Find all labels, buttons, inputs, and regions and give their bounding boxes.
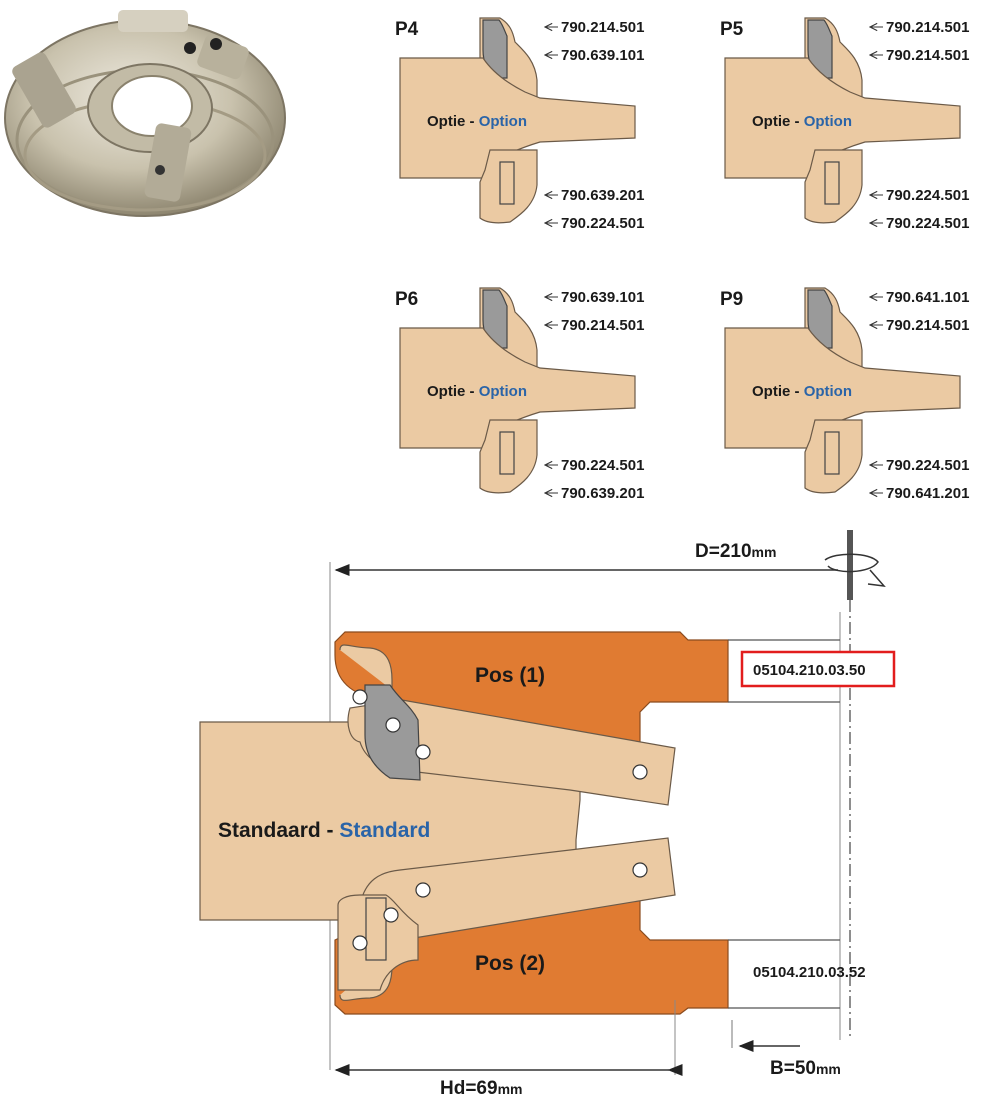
- code-pos2: 05104.210.03.52: [753, 964, 866, 981]
- code-pos1: 05104.210.03.50: [753, 662, 866, 679]
- part-number: 790.224.501: [561, 457, 644, 474]
- option-label: Optie - Option: [752, 383, 852, 400]
- part-number: 790.641.201: [886, 485, 969, 502]
- part-number: 790.641.101: [886, 289, 969, 306]
- lower-knife: [499, 161, 515, 205]
- part-number: 790.214.501: [561, 317, 644, 334]
- part-number: 790.224.501: [886, 187, 969, 204]
- part-number: 790.224.501: [886, 457, 969, 474]
- hd-label: Hd=69mm: [440, 1078, 522, 1099]
- option-label: Optie - Option: [752, 113, 852, 130]
- part-number: 790.214.501: [886, 47, 969, 64]
- profile-title: P6: [395, 289, 418, 310]
- part-number: 790.214.501: [886, 317, 969, 334]
- option-label: Optie - Option: [427, 113, 527, 130]
- lower-knife: [499, 431, 515, 475]
- lower-cutter: [804, 419, 863, 494]
- cutter-head-photo: [4, 10, 286, 217]
- knife-pos2: [365, 897, 387, 961]
- b-label: B=50mm: [770, 1058, 841, 1079]
- assembly-drawing: D=210mm: [199, 530, 896, 1099]
- profile-title: P9: [720, 289, 743, 310]
- pos2-label: Pos (2): [475, 952, 545, 975]
- standard-label: Standaard - Standard: [218, 819, 430, 842]
- part-number: 790.224.501: [561, 215, 644, 232]
- diameter-label: D=210mm: [695, 541, 776, 562]
- lower-cutter: [479, 149, 538, 224]
- rotation-icon: [824, 530, 886, 600]
- option-label: Optie - Option: [427, 383, 527, 400]
- lower-knife: [824, 161, 840, 205]
- part-number: 790.214.501: [886, 19, 969, 36]
- part-number: 790.639.101: [561, 47, 644, 64]
- part-number: 790.639.201: [561, 187, 644, 204]
- part-number: 790.224.501: [886, 215, 969, 232]
- pos1-label: Pos (1): [475, 664, 545, 687]
- lower-knife: [824, 431, 840, 475]
- lower-cutter: [804, 149, 863, 224]
- part-number: 790.639.201: [561, 485, 644, 502]
- code-pos1-highlight: [740, 650, 896, 688]
- profile-title: P5: [720, 19, 744, 40]
- profile-title: P4: [395, 19, 419, 40]
- part-number: 790.214.501: [561, 19, 644, 36]
- part-number: 790.639.101: [561, 289, 644, 306]
- lower-cutter: [479, 419, 538, 494]
